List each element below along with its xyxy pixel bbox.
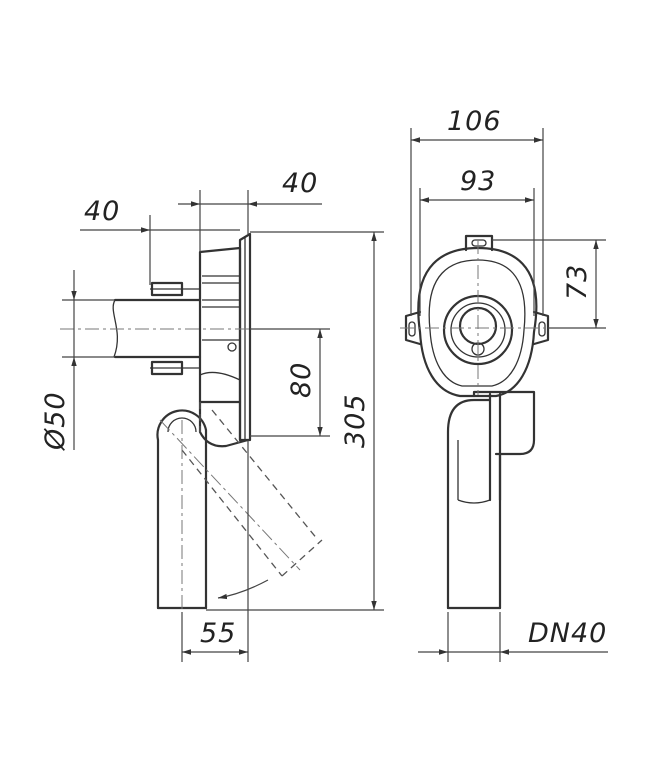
- dim-outlet-offset: 55: [200, 618, 236, 649]
- wall-pipe: [112, 298, 202, 359]
- angled-centerline: [159, 419, 301, 571]
- rotation-arrow: [217, 579, 269, 600]
- pipe-clamp-bottom: [150, 360, 200, 376]
- dim-flange-offset: 40: [282, 168, 318, 199]
- mounting-lug-top: [464, 234, 494, 252]
- dim-wall-thickness: 40: [84, 196, 120, 227]
- angled-outlet-hidden: [181, 402, 323, 577]
- front-view: [400, 234, 558, 610]
- dim-nominal-diameter: DN40: [528, 618, 607, 649]
- front-outlet: [446, 390, 536, 610]
- dim-height-80: 80: [286, 362, 317, 398]
- front-view-dimensions: [410, 128, 608, 662]
- side-view: [60, 232, 323, 625]
- dim-mount-height: 73: [562, 264, 593, 300]
- pipe-clamp-top: [150, 281, 200, 297]
- outlet-neck: [198, 400, 250, 448]
- cover-plate: [238, 232, 252, 442]
- side-view-dimensions: [62, 190, 384, 662]
- dim-total-height: 305: [340, 393, 371, 448]
- dim-pipe-diameter: Ø50: [40, 391, 71, 451]
- housing-body: [198, 246, 242, 404]
- dim-width-mount: 93: [460, 166, 496, 197]
- dim-width-total: 106: [447, 106, 502, 137]
- front-body: [417, 246, 538, 398]
